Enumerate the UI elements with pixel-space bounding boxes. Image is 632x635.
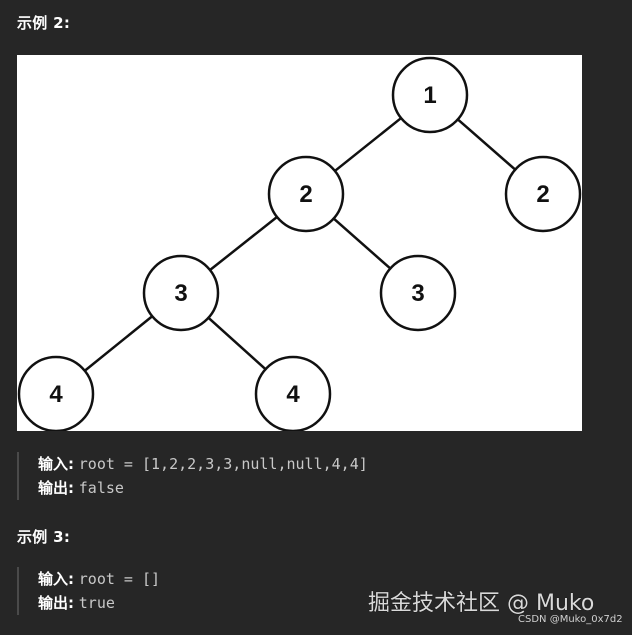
tree-edge bbox=[332, 217, 392, 270]
svg-text:1: 1 bbox=[423, 82, 436, 109]
tree-edge bbox=[209, 215, 278, 272]
example-2-io-block: 输入: root = [1,2,2,3,3,null,null,4,4] 输出:… bbox=[17, 452, 368, 500]
output-label: 输出: bbox=[38, 594, 74, 612]
example-3-heading: 示例 3: bbox=[17, 528, 71, 546]
output-value: false bbox=[78, 479, 124, 497]
tree-node: 2 bbox=[504, 155, 582, 233]
csdn-watermark: CSDN @Muko_0x7d2 bbox=[518, 614, 623, 625]
svg-text:4: 4 bbox=[49, 381, 63, 408]
tree-node: 3 bbox=[142, 254, 220, 332]
tree-edge bbox=[457, 118, 516, 171]
svg-text:2: 2 bbox=[536, 181, 549, 208]
output-label: 输出: bbox=[38, 479, 74, 497]
tree-node: 4 bbox=[17, 355, 95, 431]
tree-edge bbox=[207, 316, 267, 371]
example-2-input-line: 输入: root = [1,2,2,3,3,null,null,4,4] bbox=[38, 452, 368, 476]
tree-node: 3 bbox=[379, 254, 457, 332]
example-2-heading: 示例 2: bbox=[17, 14, 71, 32]
example-3-input-line: 输入: root = [] bbox=[38, 567, 160, 591]
example-3-io-block: 输入: root = [] 输出: true bbox=[17, 567, 160, 615]
tree-edge bbox=[83, 315, 154, 372]
example-3-output-line: 输出: true bbox=[38, 591, 160, 615]
svg-text:2: 2 bbox=[299, 181, 312, 208]
output-value: true bbox=[78, 594, 115, 612]
tree-node: 2 bbox=[267, 155, 345, 233]
tree-node: 4 bbox=[254, 355, 332, 431]
binary-tree-figure: 1 2 2 3 3 4 4 bbox=[17, 55, 582, 431]
binary-tree-diagram: 1 2 2 3 3 4 4 bbox=[17, 56, 582, 431]
example-2-output-line: 输出: false bbox=[38, 476, 368, 500]
input-label: 输入: bbox=[38, 455, 74, 473]
juejin-watermark: 掘金技术社区 @ Muko bbox=[368, 591, 595, 616]
tree-edge bbox=[334, 117, 402, 172]
svg-text:3: 3 bbox=[411, 280, 424, 307]
svg-text:3: 3 bbox=[174, 280, 187, 307]
input-value: root = [1,2,2,3,3,null,null,4,4] bbox=[78, 455, 368, 473]
svg-text:4: 4 bbox=[286, 381, 300, 408]
tree-node: 1 bbox=[391, 56, 469, 134]
input-label: 输入: bbox=[38, 570, 74, 588]
input-value: root = [] bbox=[78, 570, 161, 588]
